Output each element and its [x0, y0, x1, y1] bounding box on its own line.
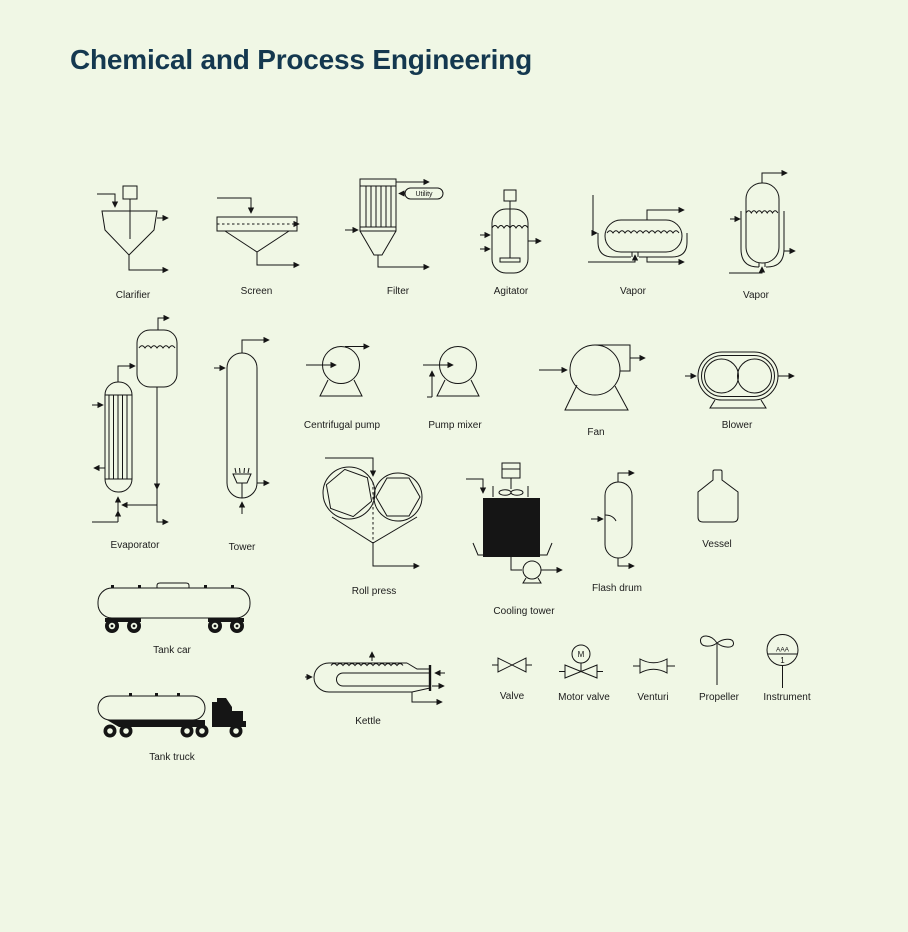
vessel-icon	[697, 469, 739, 523]
cooling-tower-icon	[466, 462, 563, 584]
venturi-icon	[633, 658, 675, 674]
vessel-label: Vessel	[702, 539, 732, 550]
motor-valve-icon: M	[559, 644, 603, 679]
agitator-symbol: Agitator	[470, 183, 552, 297]
kettle-symbol: Kettle	[305, 648, 445, 727]
tank-truck-label: Tank truck	[149, 752, 195, 763]
cooling-tower-label: Cooling tower	[493, 606, 555, 617]
instrument-icon: AAA 1	[766, 634, 799, 688]
roll-press-icon	[322, 457, 423, 570]
centrifugal-pump-icon	[306, 343, 370, 397]
kettle-icon	[305, 651, 445, 706]
clarifier-label: Clarifier	[115, 290, 151, 301]
roll-press-label: Roll press	[351, 586, 397, 597]
motor-valve-label: Motor valve	[558, 692, 610, 703]
screen-symbol: Screen	[210, 190, 303, 297]
tank-truck-icon	[97, 693, 246, 738]
truck-cab	[212, 698, 246, 727]
pump-mixer-label: Pump mixer	[428, 420, 482, 431]
page-title: Chemical and Process Engineering	[70, 44, 532, 75]
venturi-symbol: Venturi	[630, 650, 676, 703]
vessel-symbol: Vessel	[693, 466, 741, 550]
utility-tag: Utility	[415, 191, 433, 198]
blower-symbol: Blower	[683, 348, 795, 431]
cooling-tower-symbol: Cooling tower	[465, 455, 583, 617]
vapor-horizontal-symbol: Vapor	[585, 165, 688, 297]
tank-truck-wheels	[103, 724, 243, 738]
fan-symbol: Fan	[535, 340, 657, 438]
tank-car-symbol: Tank car	[93, 578, 251, 656]
tank-truck-symbol: Tank truck	[93, 690, 251, 763]
flash-drum-label: Flash drum	[591, 583, 642, 594]
tank-car-label: Tank car	[153, 645, 191, 656]
tank-car-icon	[97, 582, 251, 633]
propeller-label: Propeller	[698, 692, 740, 703]
vapor-vertical-symbol: Vapor	[725, 163, 796, 301]
fan-icon	[539, 344, 646, 411]
propeller-icon	[699, 635, 734, 685]
flash-drum-symbol: Flash drum	[588, 462, 646, 594]
venturi-label: Venturi	[637, 692, 669, 703]
vapor-horizontal-label: Vapor	[620, 286, 646, 297]
vapor-vertical-label: Vapor	[743, 290, 769, 301]
valve-icon	[492, 657, 532, 673]
vapor-horizontal-icon	[588, 195, 688, 266]
tower-label: Tower	[228, 542, 256, 553]
filter-symbol: Utility Filter	[343, 176, 453, 297]
clarifier-symbol: Clarifier	[93, 183, 173, 301]
roll-press-symbol: Roll press	[318, 452, 430, 597]
screen-icon	[216, 197, 300, 269]
instrument-tag-bottom: 1	[780, 656, 785, 665]
filter-label: Filter	[386, 286, 410, 297]
vapor-vertical-icon	[729, 169, 796, 274]
screen-label: Screen	[240, 286, 273, 297]
clarifier-icon	[97, 185, 169, 274]
instrument-label: Instrument	[763, 692, 811, 703]
tank-car-wheels	[105, 619, 244, 633]
motor-valve-symbol: M Motor valve	[555, 638, 613, 703]
motor-letter: M	[578, 650, 585, 659]
centrifugal-pump-symbol: Centrifugal pump	[303, 338, 381, 431]
pump-mixer-icon	[423, 346, 480, 398]
instrument-tag-top: AAA	[776, 647, 790, 654]
evaporator-icon	[92, 314, 178, 526]
propeller-symbol: Propeller	[697, 630, 741, 703]
kettle-label: Kettle	[355, 716, 381, 727]
fan-label: Fan	[587, 427, 605, 438]
agitator-label: Agitator	[493, 286, 529, 297]
instrument-symbol: AAA 1 Instrument	[763, 630, 811, 703]
filter-icon: Utility	[345, 178, 444, 271]
tower-symbol: Tower	[212, 333, 272, 553]
blower-label: Blower	[721, 420, 753, 431]
blower-icon	[685, 351, 795, 409]
evaporator-symbol: Evaporator	[88, 313, 182, 551]
tower-icon	[214, 336, 270, 514]
valve-label: Valve	[499, 691, 525, 702]
flash-drum-icon	[591, 469, 635, 570]
agitator-icon	[480, 189, 542, 274]
evaporator-label: Evaporator	[110, 540, 160, 551]
valve-symbol: Valve	[490, 652, 534, 702]
pump-mixer-symbol: Pump mixer	[418, 338, 492, 431]
centrifugal-pump-label: Centrifugal pump	[303, 420, 381, 431]
